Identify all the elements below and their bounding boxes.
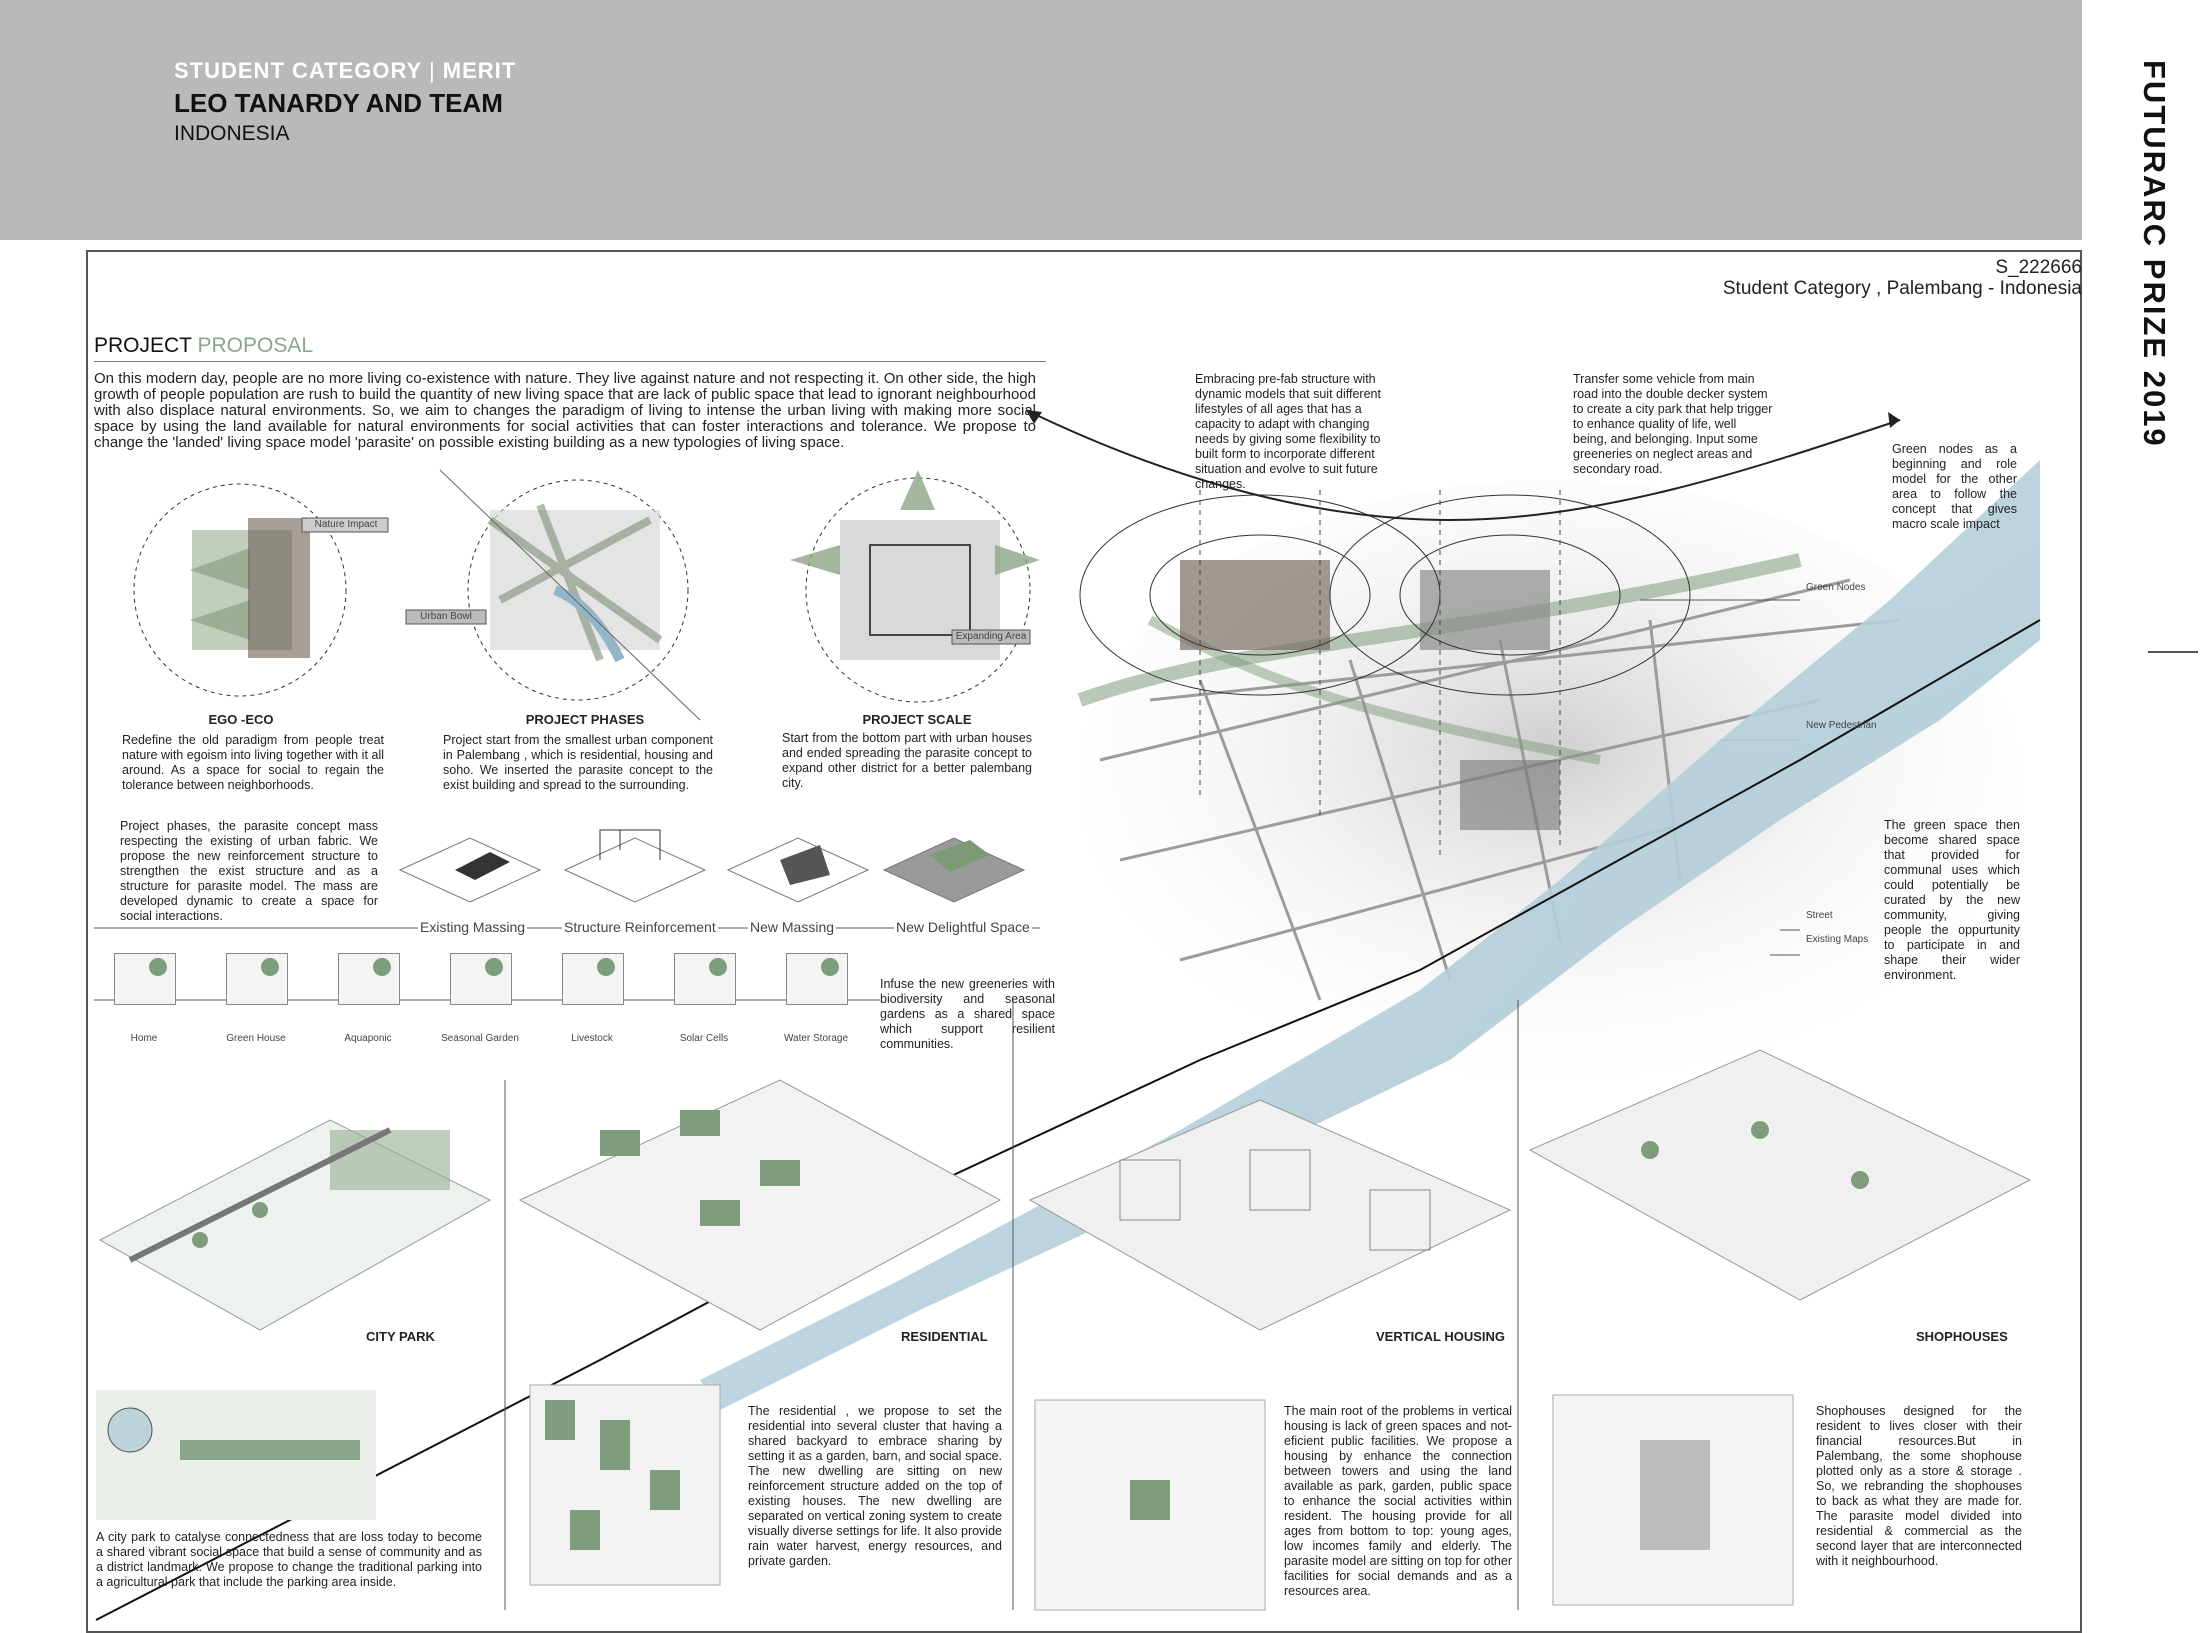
label-nature-impact: Nature Impact [314,519,378,530]
arc-arrow [1025,409,1901,522]
note-prefab: Embracing pre-fab structure with dynamic… [1195,372,1381,491]
massing-step-2: Structure Reinforcement [562,919,718,935]
title-city-park: CITY PARK [366,1329,435,1344]
greenery-paragraph: Infuse the new greeneries with biodivers… [880,977,1055,1051]
residential-axo [518,1079,1002,1331]
concept-title-phases: PROJECT PHASES [525,712,645,727]
module-seasonal-garden-icon [450,953,512,1005]
concept-text-phases: Project start from the smallest urban co… [443,733,713,792]
massing-step-4: New Delightful Space [894,919,1032,935]
massing-step-3: New Massing [748,919,837,935]
title-vertical-housing: VERTICAL HOUSING [1376,1329,1506,1344]
header-band [0,0,2082,240]
text-city-park: A city park to catalyse connectedness th… [96,1530,482,1589]
category-line: STUDENT CATEGORY | MERIT [174,58,516,84]
vertical-housing-plan [1034,1399,1266,1611]
concept-title-ego-eco: EGO -ECO [208,712,274,727]
section-title: PROJECT PROPOSAL [94,334,313,358]
text-residential: The residential , we propose to set the … [748,1404,1002,1568]
module-green-house-label: Green House [226,1033,286,1044]
module-home-label: Home [130,1033,158,1044]
text-shophouses: Shophouses designed for the resident to … [1816,1404,2022,1568]
city-park-axo [98,1119,492,1331]
note-transfer: Transfer some vehicle from main road int… [1573,372,1773,476]
section-title-primary: PROJECT [94,334,192,357]
module-water-storage-label: Water Storage [783,1033,849,1044]
team-name: LEO TANARDY AND TEAM [174,88,503,118]
project-phases-diagram [405,469,701,721]
massing-step-1: Existing Massing [418,919,528,935]
note-green-space: The green space then become shared space… [1884,818,2020,982]
project-scale-diagram [790,470,1040,703]
side-divider [2148,651,2198,653]
map-label-new-pedestrian: New Pedestrian [1806,720,1877,731]
note-green-nodes: Green nodes as a beginning and role mode… [1892,442,2017,531]
country: INDONESIA [174,122,290,145]
shophouses-axo [1528,1049,2032,1301]
award-label: MERIT [442,58,517,83]
module-home-icon [114,953,176,1005]
label-expanding-area: Expanding Area [955,631,1027,642]
module-row: Home Green House Aquaponic Seasonal Gard… [94,945,880,1045]
module-seasonal-garden-label: Seasonal Garden [441,1033,519,1044]
module-water-storage-icon [786,953,848,1005]
map-label-existing-maps: Existing Maps [1806,934,1869,945]
shophouses-plan [1552,1394,1794,1606]
module-green-house-icon [226,953,288,1005]
concept-title-scale: PROJECT SCALE [862,712,972,727]
student-id: S_222666 [1995,257,2082,278]
label-urban-bowl: Urban Bowl [420,611,472,622]
category-label: STUDENT CATEGORY [174,58,422,83]
massing-diagrams [398,829,1026,903]
phases-paragraph: Project phases, the parasite concept mas… [120,819,378,923]
ego-eco-diagram [133,483,389,697]
module-livestock-icon [562,953,624,1005]
title-residential: RESIDENTIAL [901,1329,988,1344]
concept-text-scale: Start from the bottom part with urban ho… [782,731,1032,790]
section-title-accent: PROPOSAL [197,334,314,357]
section-cut-line [95,619,2041,1621]
map-label-green-nodes: Green Nodes [1806,582,1866,593]
module-aquaponic-icon [338,953,400,1005]
text-vertical-housing: The main root of the problems in vertica… [1284,1404,1512,1598]
module-solar-cells-icon [674,953,736,1005]
title-shophouses: SHOPHOUSES [1916,1329,2008,1344]
residential-plan [529,1384,721,1586]
section-rule [94,361,1046,362]
city-map [1077,480,2020,1080]
map-label-street: Street [1806,910,1833,921]
student-location: Student Category , Palembang - Indonesia [1722,278,2082,299]
city-park-plan [96,1390,376,1520]
intro-paragraph: On this modern day, people are no more l… [94,370,1036,451]
category-separator: | [428,58,436,83]
concept-text-ego-eco: Redefine the old paradigm from people tr… [122,733,384,792]
river [700,460,2040,1410]
module-solar-cells-label: Solar Cells [679,1033,729,1044]
module-livestock-label: Livestock [571,1033,613,1044]
vertical-housing-axo [1028,1099,1512,1331]
side-title: FUTURARC PRIZE 2019 [2137,60,2172,448]
module-aquaponic-label: Aquaponic [344,1033,392,1044]
side-title-text: FUTURARC PRIZE 2019 [2137,60,2172,448]
